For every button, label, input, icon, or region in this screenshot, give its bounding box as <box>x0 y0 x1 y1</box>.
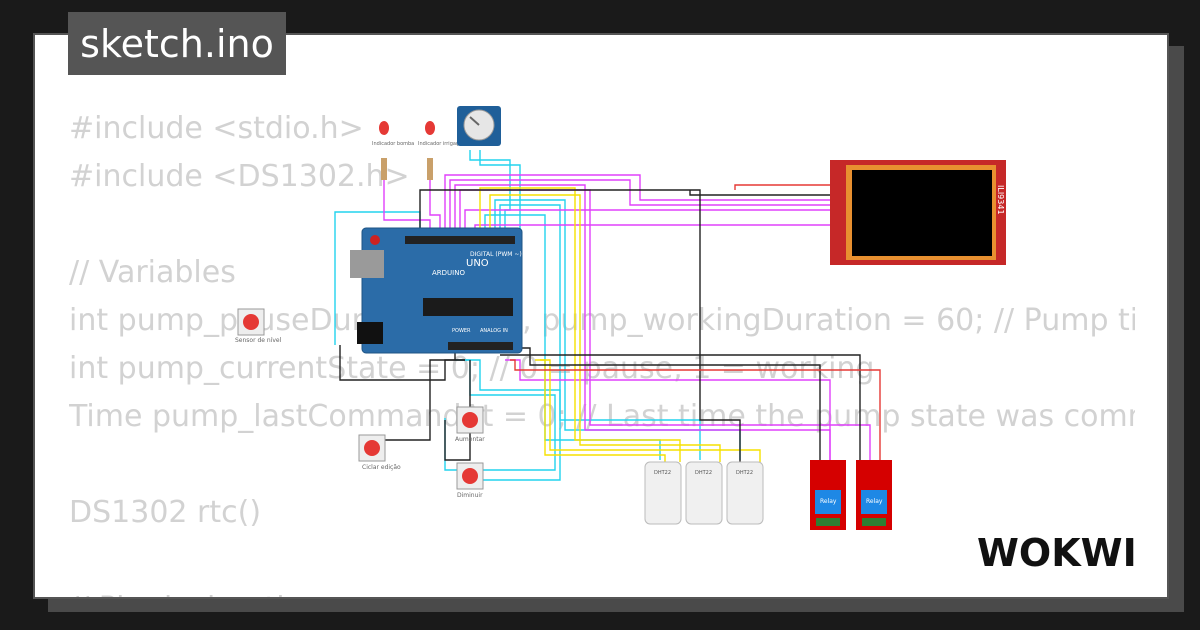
cycle-edit-button[interactable]: Ciclar edição <box>358 434 401 471</box>
relay-label: Relay <box>866 498 883 505</box>
file-tab-label: sketch.ino <box>80 21 274 66</box>
sensor-label: DHT22 <box>695 470 712 476</box>
code-line: #include <DS1302.h> <box>69 159 410 194</box>
button-label: Sensor de nível <box>235 337 282 344</box>
code-line: Time pump_lastCommandAt = 0; // Last tim… <box>69 399 1135 434</box>
wokwi-logo: WOKWI <box>977 531 1137 575</box>
digital-label: DIGITAL (PWM ~) <box>470 251 522 258</box>
relay-module[interactable]: Relay <box>856 460 892 530</box>
analog-label: ANALOG IN <box>480 328 508 334</box>
button-label: Ciclar edição <box>362 464 401 471</box>
wokwi-logo-text: WOKWI <box>977 531 1137 575</box>
display-model-label: ILI9341 <box>996 185 1005 215</box>
relay-label: Relay <box>820 498 837 505</box>
code-line: DS1302 rtc() <box>69 495 262 530</box>
code-line: // Variables <box>69 255 236 290</box>
dht22-sensor[interactable]: DHT22 <box>685 461 723 525</box>
relay-module[interactable]: Relay <box>810 460 846 530</box>
led-irrigation-indicator[interactable]: Indicador irrigação <box>418 121 465 180</box>
button-label: Aumentar <box>455 436 485 443</box>
code-line: #include <stdio.h> <box>69 111 364 146</box>
tft-display[interactable]: ILI9341 <box>830 160 1006 265</box>
power-label: POWER <box>452 328 471 334</box>
potentiometer[interactable] <box>457 106 501 146</box>
button-label: Diminuir <box>457 492 483 499</box>
sensor-label: DHT22 <box>736 470 753 476</box>
wires <box>334 150 881 481</box>
led-label: Indicador irrigação <box>418 141 465 147</box>
sensor-label: DHT22 <box>654 470 671 476</box>
arduino-uno[interactable]: DIGITAL (PWM ~) UNO ARDUINO POWER ANALOG… <box>350 227 523 354</box>
led-label: Indicador bomba <box>372 141 414 147</box>
led-pump-indicator[interactable]: Indicador bomba <box>372 121 414 180</box>
file-tab[interactable]: sketch.ino <box>68 12 286 75</box>
project-card: #include <stdio.h> #include <DS1302.h> /… <box>33 33 1169 599</box>
dht22-sensor[interactable]: DHT22 <box>726 461 764 525</box>
decrease-button[interactable]: Diminuir <box>456 462 484 499</box>
uno-label: UNO <box>466 258 489 269</box>
code-line: // Pin declarations <box>69 585 1135 597</box>
increase-button[interactable]: Aumentar <box>455 406 485 443</box>
arduino-brand-label: ARDUINO <box>432 269 465 277</box>
dht22-sensor[interactable]: DHT22 <box>644 461 682 525</box>
sensor-level-button[interactable]: Sensor de nível <box>235 308 282 344</box>
